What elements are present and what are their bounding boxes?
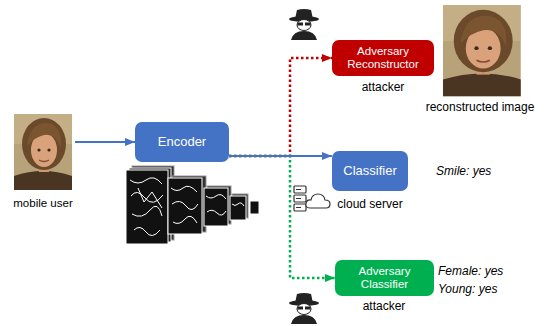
image-caption: reconstructed image <box>426 100 535 114</box>
cloud-server-icon <box>294 186 330 211</box>
data-arrow <box>75 141 135 143</box>
attack-arrow <box>229 156 335 278</box>
node-text: Encoder <box>141 135 223 150</box>
prediction-label: Young: yes <box>438 282 497 296</box>
node-text: Adversary Classifier <box>340 265 429 291</box>
classifier-box: Classifier <box>332 151 408 191</box>
reconstructor-box: Adversary Reconstructor <box>332 40 434 76</box>
node-text: Adversary Reconstructor <box>337 45 429 71</box>
prediction-label: Smile: yes <box>436 164 491 178</box>
encoder-box: Encoder <box>135 122 229 162</box>
user-image: mobile user <box>11 112 75 210</box>
attacker-icon <box>289 293 319 324</box>
node-text: Classifier <box>338 164 402 179</box>
reconstructed-photo <box>443 5 521 96</box>
attacker-icon <box>289 9 319 40</box>
user-photo <box>14 114 72 190</box>
prediction-label: Female: yes <box>438 264 503 278</box>
attacker-label: attacker <box>363 299 406 313</box>
node-text: mobile user <box>11 197 75 210</box>
attack-arrow <box>229 58 332 156</box>
attacker-label: attacker <box>362 80 405 94</box>
server-label: cloud server <box>337 197 402 211</box>
adversary-classifier-box: Adversary Classifier <box>335 260 434 296</box>
data-arrow <box>229 155 332 157</box>
feature-maps <box>126 166 259 244</box>
